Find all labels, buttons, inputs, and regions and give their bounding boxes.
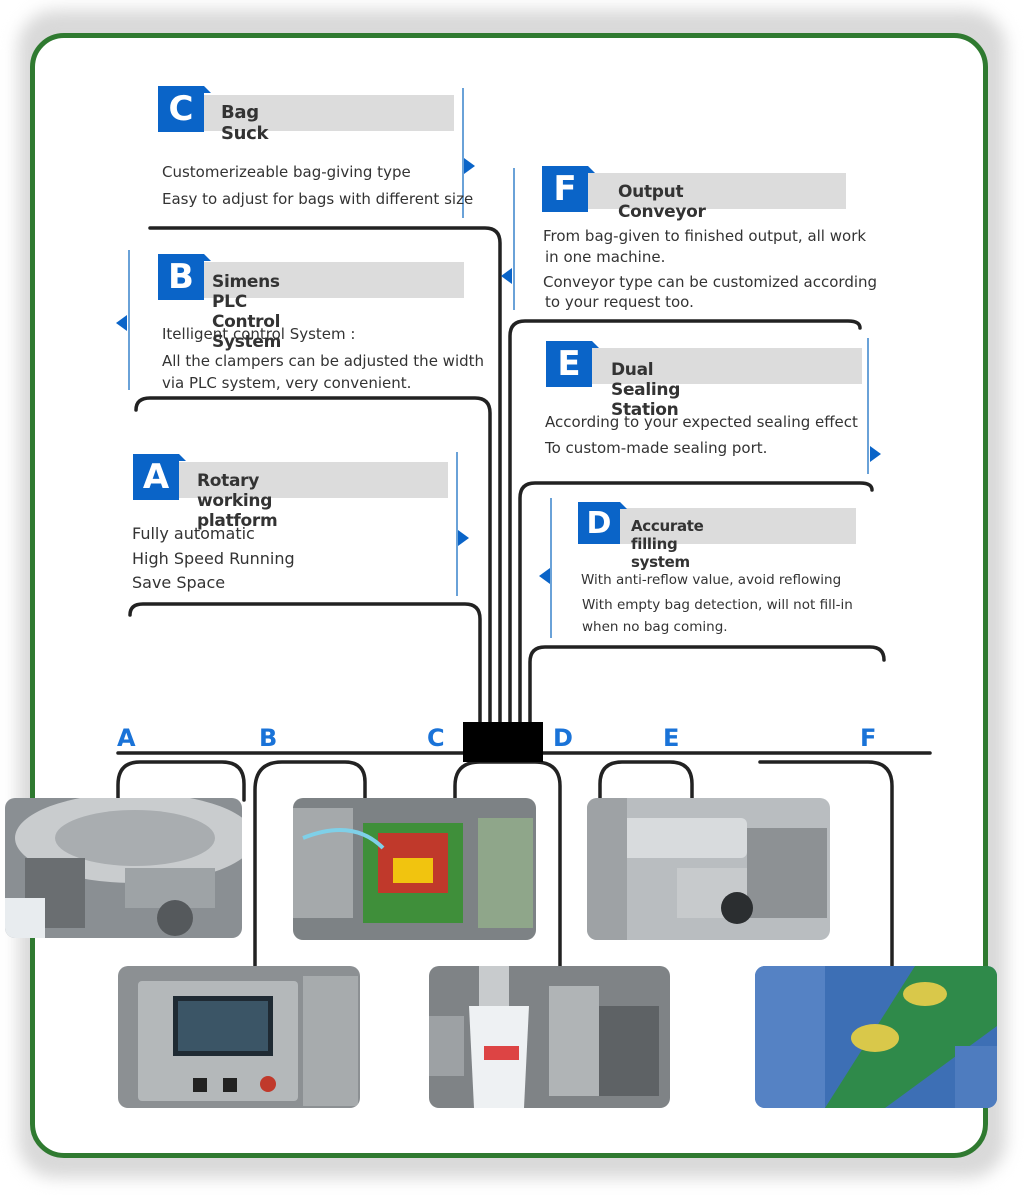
card-a-edge [456,452,458,596]
card-d-edge [550,498,552,638]
card-b-edge [128,250,130,390]
card-f-title: Output Conveyor [618,182,706,222]
letter-d: D [553,724,573,752]
card-b-title: Simens PLC Control System [212,272,282,352]
card-e-title: Dual Sealing Station [611,360,681,420]
card-e-edge [867,338,869,474]
drop-b [253,760,367,970]
photo-rotary-platform [5,798,242,938]
card-a-badge: A [133,454,186,500]
letter-e: E [663,724,680,752]
photo-sealing-station [587,798,830,940]
arrow-right-icon [458,530,469,546]
card-c-title: Bag Suck [221,102,269,144]
card-d-title: Accurate filling system [631,517,704,571]
arrow-left-icon [539,568,550,584]
card-a-line-1: Fully automatic [132,524,255,543]
card-c-line-2: Easy to adjust for bags with different s… [162,190,474,208]
photo-plc-control [118,966,360,1108]
card-d-line-2: With empty bag detection, will not fill-… [582,597,853,613]
card-a-line-3: Save Space [132,573,226,592]
card-c-header [184,95,454,131]
card-d-line-3: when no bag coming. [582,619,728,635]
photo-output-conveyor [755,966,997,1108]
card-f-line-3: Conveyor type can be customized accordin… [543,273,878,291]
connector-c [148,226,502,724]
card-c-edge [462,88,464,218]
arrow-right-icon [870,446,881,462]
card-b-line-1: Itelligent control System : [162,325,356,343]
card-a-line-2: High Speed Running [132,549,295,568]
connector-f [508,319,862,724]
drop-e [598,760,694,802]
card-d-line-1: With anti-reflow value, avoid reflowing [581,572,842,588]
drop-a [116,760,246,802]
arrow-left-icon [116,315,127,331]
card-e-line-2: To custom-made sealing port. [545,439,768,457]
letter-f: F [860,724,877,752]
letter-a: A [117,724,136,752]
card-d-header [602,508,856,544]
hub-block [463,722,543,762]
card-c-badge: C [158,86,211,132]
card-b-line-3: via PLC system, very convenient. [162,374,412,392]
card-f-line-1: From bag-given to finished output, all w… [543,227,867,245]
connector-d [528,645,886,724]
card-f-line-2: in one machine. [545,248,666,266]
card-f-line-4: to your request too. [545,293,694,311]
letter-c: C [427,724,445,752]
card-e-line-1: According to your expected sealing effec… [545,413,858,431]
card-f-header [568,173,846,209]
photo-filling-system [429,966,670,1108]
card-b-badge: B [158,254,211,300]
connector-e [518,481,874,724]
drop-cd [453,760,562,970]
arrow-right-icon [464,158,475,174]
photo-bag-suck [293,798,536,940]
card-a-title: Rotary working platform [197,471,278,531]
card-f-edge [513,168,515,310]
connector-b [134,396,492,724]
card-b-line-2: All the clampers can be adjusted the wid… [162,352,485,370]
card-f-badge: F [542,166,595,212]
card-d-badge: D [578,502,627,544]
letter-b: B [259,724,278,752]
card-b-header [184,262,464,298]
arrow-left-icon [501,268,512,284]
card-e-badge: E [546,341,599,387]
card-a-header [158,462,448,498]
connector-a [128,602,482,724]
card-e-header [570,348,862,384]
drop-f [758,760,894,970]
card-c-line-1: Customerizeable bag-giving type [162,163,411,181]
